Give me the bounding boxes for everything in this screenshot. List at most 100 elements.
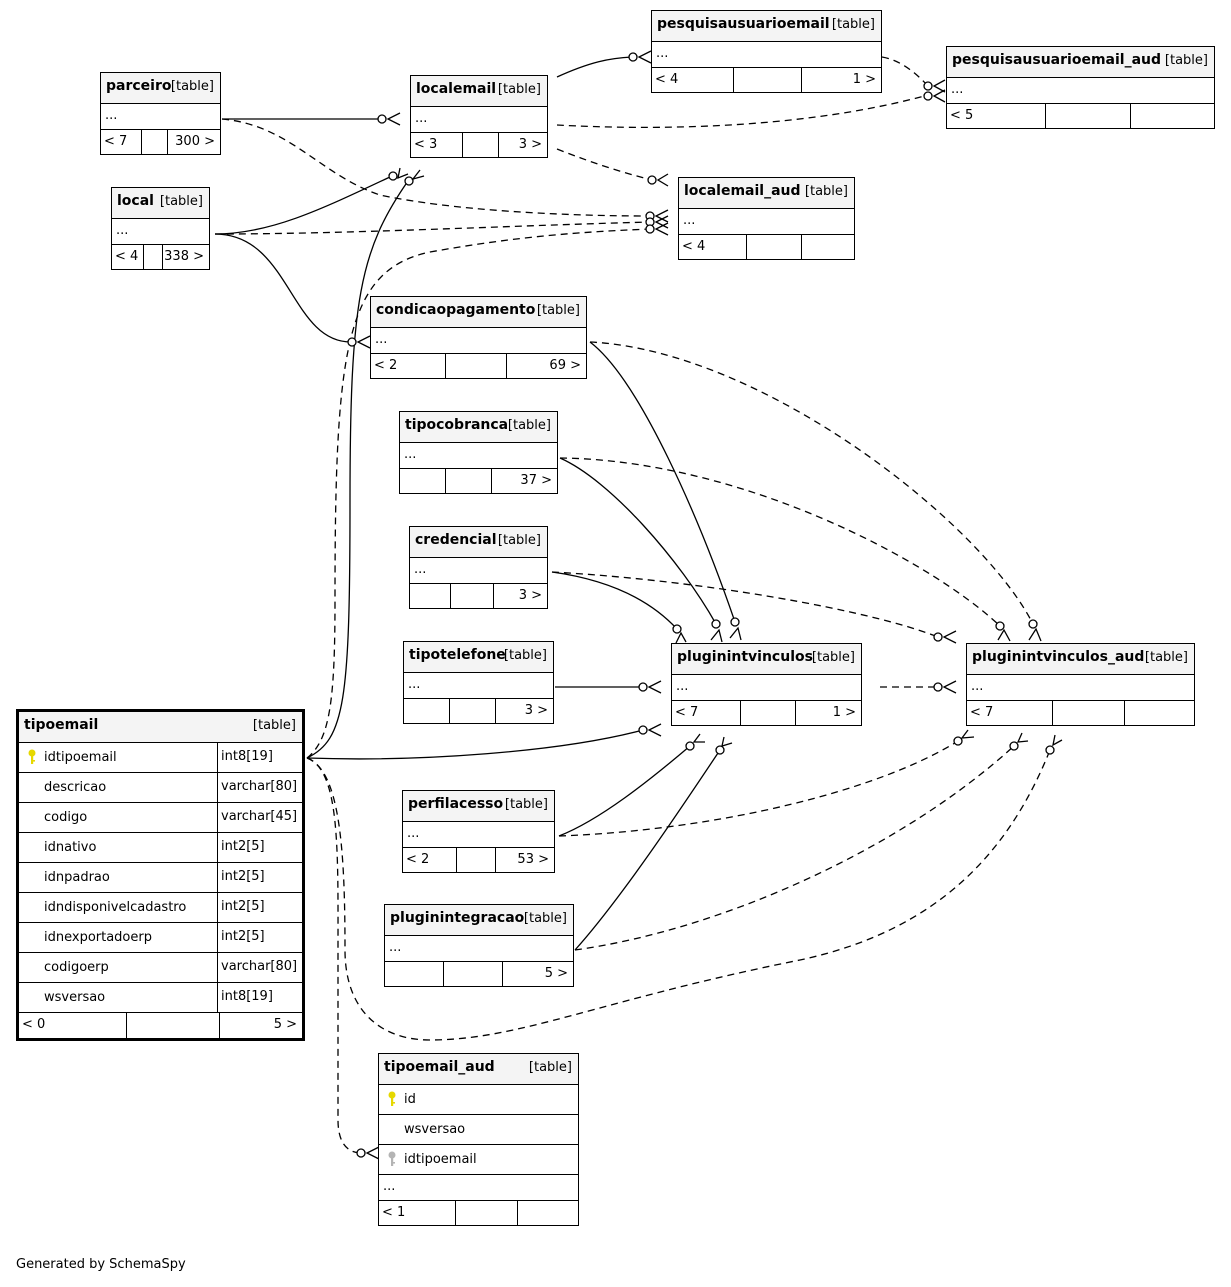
- children-count: 1 >: [852, 72, 876, 87]
- table-tipoemail-aud[interactable]: tipoemail_aud[table] id wsversao idtipoe…: [378, 1053, 579, 1226]
- column-type: varchar[45]: [221, 809, 298, 824]
- column-name: idnpadrao: [44, 870, 110, 885]
- column-type: int2[5]: [221, 899, 265, 914]
- children-count: 300 >: [175, 134, 215, 149]
- table-name: local: [117, 193, 154, 209]
- columns-ellipsis: ...: [408, 677, 421, 692]
- table-type: [table]: [528, 1060, 572, 1075]
- children-count: 53 >: [517, 852, 549, 867]
- parents-count: < 7: [104, 134, 128, 149]
- columns-ellipsis: ...: [404, 447, 417, 462]
- table-name: tipoemail: [24, 717, 99, 733]
- column-name: idtipoemail: [44, 750, 117, 765]
- parents-count: < 7: [970, 705, 994, 720]
- column-type: int8[19]: [221, 749, 273, 764]
- table-name: pluginintvinculos: [677, 649, 813, 665]
- table-type: [table]: [504, 797, 548, 812]
- table-localemail-aud[interactable]: localemail_aud[table] ... < 4: [678, 177, 855, 260]
- column-type: int2[5]: [221, 869, 265, 884]
- column-type: int2[5]: [221, 839, 265, 854]
- parents-count: < 4: [115, 249, 139, 264]
- column-name: idnexportadoerp: [44, 930, 152, 945]
- parents-count: < 3: [414, 137, 438, 152]
- columns-ellipsis: ...: [407, 826, 420, 841]
- column-type: int2[5]: [221, 929, 265, 944]
- table-pluginintvinculos-aud[interactable]: pluginintvinculos_aud[table] ... < 7: [966, 643, 1195, 726]
- parents-count: < 7: [675, 705, 699, 720]
- columns-ellipsis: ...: [414, 562, 427, 577]
- column-name: idnativo: [44, 840, 97, 855]
- table-name: pesquisausuarioemail: [657, 16, 830, 32]
- table-name: pluginintvinculos_aud: [972, 649, 1145, 665]
- foreign-key-icon: [388, 1151, 396, 1166]
- column-type: varchar[80]: [221, 959, 298, 974]
- columns-ellipsis: ...: [676, 679, 689, 694]
- table-type: [table]: [170, 79, 214, 94]
- columns-ellipsis: ...: [683, 213, 696, 228]
- children-count: 69 >: [549, 358, 581, 373]
- column-row: codigo varchar[45]: [19, 803, 302, 833]
- children-count: 338 >: [164, 249, 204, 264]
- children-count: 37 >: [520, 473, 552, 488]
- table-name: tipotelefone: [409, 647, 506, 663]
- table-name: parceiro: [106, 78, 172, 94]
- table-name: pesquisausuarioemail_aud: [952, 52, 1162, 68]
- table-credencial[interactable]: credencial[table] ... 3 >: [409, 526, 548, 609]
- children-count: 5 >: [544, 966, 568, 981]
- table-tipocobranca[interactable]: tipocobranca[table] ... 37 >: [399, 411, 558, 494]
- column-type: varchar[80]: [221, 779, 298, 794]
- parents-count: < 0: [22, 1017, 46, 1032]
- column-name: idtipoemail: [404, 1152, 477, 1167]
- column-row: id: [379, 1085, 578, 1115]
- table-tipotelefone[interactable]: tipotelefone[table] ... 3 >: [403, 641, 554, 724]
- table-perfilacesso[interactable]: perfilacesso[table] ... < 2 53 >: [402, 790, 555, 873]
- columns-ellipsis: ...: [105, 108, 118, 123]
- parents-count: < 2: [374, 358, 398, 373]
- columns-ellipsis: ...: [971, 679, 984, 694]
- column-row: idtipoemail: [379, 1145, 578, 1175]
- table-name: perfilacesso: [408, 796, 504, 812]
- primary-key-icon: [388, 1091, 396, 1106]
- column-name: id: [404, 1092, 416, 1107]
- table-tipoemail[interactable]: tipoemail [table] idtipoemail int8[19] des…: [16, 709, 305, 1041]
- table-type: [table]: [1164, 53, 1208, 68]
- children-count: 1 >: [832, 705, 856, 720]
- column-name: wsversao: [44, 990, 106, 1005]
- column-row: idnpadrao int2[5]: [19, 863, 302, 893]
- column-row: idnativo int2[5]: [19, 833, 302, 863]
- columns-ellipsis: ...: [415, 111, 428, 126]
- table-type: [table]: [497, 533, 541, 548]
- columns-ellipsis: ...: [951, 82, 964, 97]
- parents-count: < 2: [406, 852, 430, 867]
- column-name: idndisponivelcadastro: [44, 900, 187, 915]
- column-row: idnexportadoerp int2[5]: [19, 923, 302, 953]
- table-name: credencial: [415, 532, 497, 548]
- column-type: int8[19]: [221, 989, 273, 1004]
- table-name: localemail: [416, 81, 497, 97]
- column-name: codigo: [44, 810, 88, 825]
- table-type: [table]: [831, 17, 875, 32]
- table-type: [table]: [252, 718, 296, 733]
- table-type: [table]: [523, 911, 567, 926]
- children-count: 5 >: [273, 1017, 297, 1032]
- children-count: 3 >: [524, 703, 548, 718]
- table-name: localemail_aud: [684, 183, 801, 199]
- columns-ellipsis: ...: [116, 223, 129, 238]
- column-row: wsversao: [379, 1115, 578, 1145]
- table-pluginintegracao[interactable]: pluginintegracao[table] ... 5 >: [384, 904, 574, 987]
- table-type: [table]: [1144, 650, 1188, 665]
- table-type: [table]: [804, 184, 848, 199]
- columns-ellipsis: ...: [389, 940, 402, 955]
- table-pesquisausuarioemail-aud[interactable]: pesquisausuarioemail_aud[table] ... < 5: [946, 46, 1215, 129]
- table-parceiro[interactable]: parceiro[table] ... < 7 300 >: [100, 72, 221, 155]
- parents-count: < 1: [382, 1205, 406, 1220]
- parents-count: < 4: [655, 72, 679, 87]
